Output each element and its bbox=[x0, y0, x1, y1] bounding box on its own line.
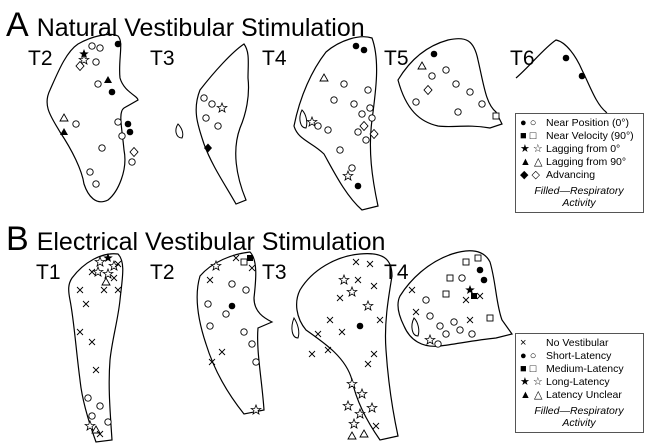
panel-a-section-label: T6 bbox=[510, 47, 535, 70]
legend-symbol: ★ ☆ bbox=[520, 143, 543, 155]
panel-a-legend: ● ○ Near Position (0°) ■ □ Near Velocity (… bbox=[515, 113, 644, 213]
legend-item: ● ○ Near Position (0°) bbox=[520, 117, 638, 130]
legend-label: No Vestibular bbox=[546, 337, 609, 349]
panel-b-section-label: T2 bbox=[150, 261, 175, 284]
panel-a-section-label: T3 bbox=[150, 47, 175, 70]
legend-item: ◆ ◇ Advancing bbox=[520, 169, 638, 182]
ventricle-marks bbox=[175, 109, 420, 339]
legend-symbol: ▲ △ bbox=[520, 156, 543, 168]
legend-label: Latency Unclear bbox=[546, 389, 622, 401]
panel-a-section-label: T2 bbox=[28, 47, 53, 70]
legend-label: Near Position (0°) bbox=[546, 117, 629, 129]
panel-b-title-text: Electrical Vestibular Stimulation bbox=[36, 228, 386, 256]
legend-note: Filled—Respiratory Activity bbox=[520, 185, 638, 209]
legend-item: ■ □ Near Velocity (90°) bbox=[520, 130, 638, 143]
panel-b-outlines bbox=[68, 250, 514, 443]
legend-item: ▲ △Lagging from 90° bbox=[520, 156, 638, 169]
legend-note-line: Activity bbox=[562, 417, 596, 429]
legend-symbol: ■ □ bbox=[520, 130, 537, 142]
legend-label: Short-Latency bbox=[546, 350, 612, 362]
legend-symbol: ◆ ◇ bbox=[520, 169, 540, 181]
legend-symbol: ★ ☆ bbox=[520, 376, 543, 388]
legend-item: ▲ △Latency Unclear bbox=[520, 389, 638, 402]
panel-b-letter: B bbox=[6, 220, 29, 258]
legend-label: Medium-Latency bbox=[546, 363, 624, 375]
panel-a-section-label: T5 bbox=[384, 47, 409, 70]
legend-item: ● ○ Short-Latency bbox=[520, 350, 638, 363]
legend-symbol: ● ○ bbox=[520, 117, 537, 129]
panel-b-legend: × No Vestibular ● ○ Short-Latency ■ □ Mediu… bbox=[515, 333, 644, 433]
legend-label: Near Velocity (90°) bbox=[546, 130, 634, 142]
panel-a-title-text: Natural Vestibular Stimulation bbox=[36, 14, 365, 42]
legend-symbol: ● ○ bbox=[520, 350, 537, 362]
panel-b-section-label: T1 bbox=[36, 261, 61, 284]
panel-a-symbols bbox=[59, 40, 586, 190]
legend-symbol: ■ □ bbox=[520, 363, 537, 375]
panel-b-section-label: T4 bbox=[384, 261, 409, 284]
legend-note: Filled—Respiratory Activity bbox=[520, 405, 638, 429]
legend-label: Advancing bbox=[546, 169, 596, 181]
panel-b-section-label: T3 bbox=[262, 261, 287, 284]
legend-item: ★ ☆Lagging from 0° bbox=[520, 143, 638, 156]
panel-a-section-label: T4 bbox=[262, 47, 287, 70]
legend-note-line: Filled—Respiratory bbox=[534, 185, 624, 197]
legend-label: Lagging from 90° bbox=[546, 156, 627, 168]
legend-label: Lagging from 0° bbox=[546, 143, 621, 155]
legend-label: Long-Latency bbox=[546, 376, 610, 388]
legend-note-line: Activity bbox=[562, 197, 596, 209]
legend-note-line: Filled—Respiratory bbox=[534, 405, 624, 417]
legend-item: × No Vestibular bbox=[520, 337, 638, 350]
legend-item: ★ ☆Long-Latency bbox=[520, 376, 638, 389]
legend-symbol: ▲ △ bbox=[520, 389, 543, 401]
panel-a-letter: A bbox=[6, 6, 29, 44]
legend-symbol: × bbox=[520, 337, 527, 349]
legend-item: ■ □ Medium-Latency bbox=[520, 363, 638, 376]
